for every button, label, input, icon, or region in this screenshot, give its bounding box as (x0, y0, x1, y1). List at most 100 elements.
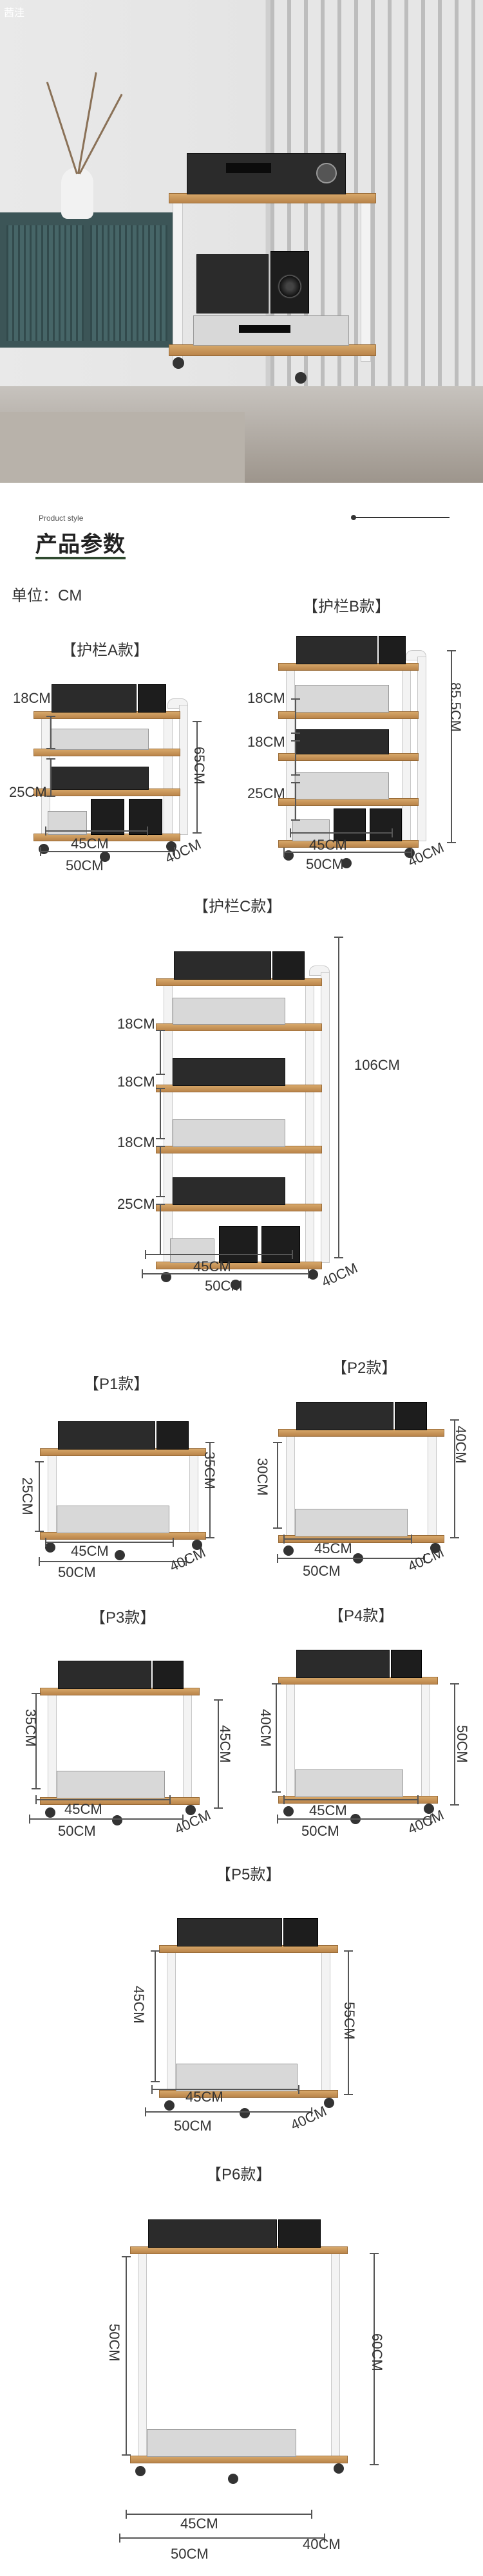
B-height: 85.5CM (448, 682, 464, 733)
A-height: 65CM (191, 747, 207, 785)
A-depth-inner: 45CM (71, 835, 109, 852)
P6-width: 50CM (171, 2546, 209, 2562)
P3-depth-inner: 45CM (64, 1801, 102, 1817)
P5-depth-inner-line-tick (151, 2085, 153, 2094)
B-height-line (451, 650, 452, 843)
P4-depth-inner-line (283, 1799, 419, 1800)
C-wheel (308, 1269, 318, 1280)
A-gap1-line (50, 716, 52, 749)
P4-gap-line-tick (272, 1791, 281, 1793)
C-amplifier (174, 951, 271, 980)
C-gap1-line-tick (156, 1074, 165, 1075)
rack-post (361, 193, 371, 362)
C-speaker (261, 1226, 300, 1263)
C-depth-inner-line-tick (292, 1250, 293, 1259)
model-A-title: 【护栏A款】 (61, 642, 149, 659)
P1-wheel (45, 1542, 55, 1553)
P1-post-right (189, 1448, 198, 1540)
P1-depth-inner-line-tick (45, 1538, 46, 1547)
A-device (50, 766, 149, 790)
P2-height: 40CM (453, 1426, 469, 1464)
cd-player (193, 315, 349, 346)
P1-device (57, 1505, 169, 1533)
P6-depth-inner-line (126, 2514, 312, 2515)
P4-device (295, 1769, 403, 1797)
P3-wheel (111, 1815, 122, 1825)
B-width: 50CM (306, 856, 344, 872)
P4-gap-line-tick (272, 1683, 281, 1685)
P5-width-line-tick (145, 2107, 146, 2116)
P6-width-line-tick (324, 2534, 325, 2543)
model-P6-title: 【P6款】 (206, 2166, 272, 2183)
B-width-line (283, 852, 412, 853)
P1-amplifier (58, 1421, 155, 1450)
P4-speaker (390, 1650, 422, 1678)
C-gap2-line-tick (156, 1138, 165, 1139)
P3-depth-inner-line-tick (35, 1795, 37, 1804)
B-wheel (341, 858, 352, 868)
P3-width-line (29, 1818, 184, 1820)
A-speaker (138, 684, 167, 713)
P1-width-line (39, 1561, 187, 1562)
P1-depth-inner: 45CM (71, 1543, 109, 1559)
P2-gap: 30CM (254, 1458, 270, 1496)
header-dot (351, 515, 356, 520)
P5-post-right (321, 1945, 330, 2098)
P3-height-line-tick (214, 1807, 223, 1809)
C-gap3-line-tick (156, 1196, 165, 1197)
P4-depth-inner: 45CM (309, 1802, 347, 1818)
P6-height-line-tick (370, 2253, 379, 2254)
P6-device (147, 2429, 297, 2457)
B-speaker (370, 808, 402, 841)
C-height-line-tick (334, 937, 343, 938)
P1-speaker (156, 1421, 189, 1450)
C-gap3-line-tick (156, 1146, 165, 1147)
B-device (295, 684, 389, 713)
P2-gap-line-tick (273, 1527, 282, 1529)
A-height-line (196, 721, 198, 834)
rack-shelf-top (169, 193, 376, 203)
C-gap2: 18CM (117, 1074, 155, 1090)
P4-wheel (283, 1806, 294, 1816)
P5-height: 55CM (341, 2002, 357, 2040)
A-height-line-tick (193, 832, 202, 834)
P3-width: 50CM (58, 1823, 96, 1839)
P1-gap-line-tick (35, 1461, 44, 1462)
A-speaker (128, 799, 162, 835)
P3-gap-line-tick (32, 1693, 41, 1694)
P2-post-right (428, 1429, 437, 1543)
P2-width: 50CM (303, 1563, 341, 1579)
P4-width-line-tick (430, 1815, 431, 1824)
P5-depth-inner: 45CM (185, 2089, 223, 2105)
P2-gap-line-tick (273, 1442, 282, 1443)
B-gap3-line-tick (291, 782, 300, 783)
P6-width-line-tick (119, 2534, 120, 2543)
P3-height-line (218, 1699, 219, 1809)
receiver (196, 254, 269, 313)
P3-wheel (185, 1805, 196, 1815)
C-gap2-line-tick (156, 1088, 165, 1089)
C-width-line-tick (308, 1269, 309, 1278)
P3-amplifier (58, 1661, 151, 1689)
A-width: 50CM (66, 857, 104, 873)
B-depth-inner: 45CM (309, 837, 347, 853)
P2-height-line (454, 1419, 455, 1538)
P6-depth-inner-line-tick (126, 2510, 127, 2519)
P4-post-left (286, 1677, 295, 1804)
P4-depth-inner-line-tick (283, 1795, 285, 1804)
P3-gap: 35CM (23, 1709, 39, 1747)
P6-wheel (228, 2474, 238, 2484)
C-player (170, 1238, 215, 1263)
C-gap1-line (160, 1030, 161, 1075)
P3-height-line-tick (214, 1699, 223, 1701)
hero-brand: 茜洼 (4, 8, 25, 19)
P3-height: 45CM (217, 1725, 233, 1763)
C-depth-inner-line-tick (145, 1250, 146, 1259)
B-width-line-tick (283, 848, 285, 857)
P2-depth-inner-line-tick (411, 1535, 412, 1544)
A-speaker (91, 799, 125, 835)
hero-cabinet (0, 212, 174, 348)
B-gap2-line-tick (291, 740, 300, 742)
P5-gap: 45CM (131, 1986, 147, 2024)
P6-depth-inner-line-tick (311, 2510, 312, 2519)
